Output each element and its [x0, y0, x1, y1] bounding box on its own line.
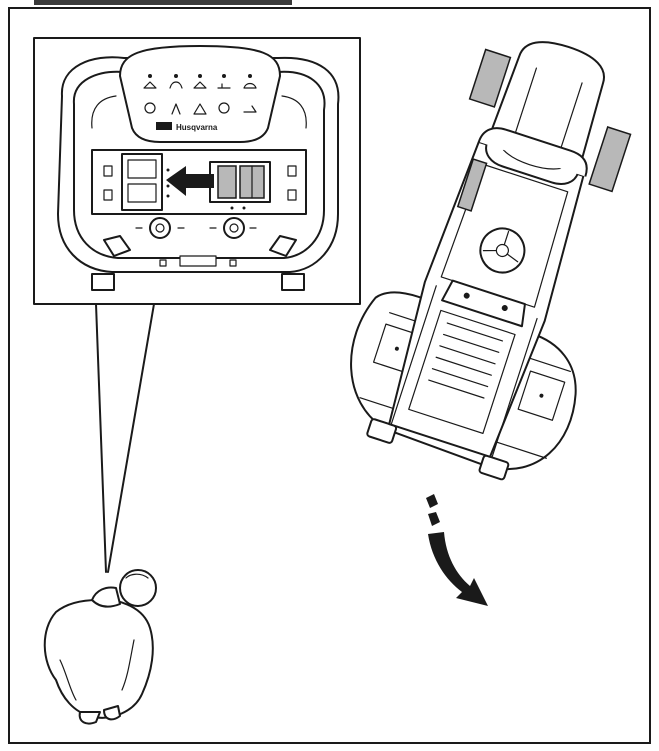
switch-panel [91, 149, 307, 215]
console-knobs [135, 217, 257, 239]
front-wheel-right [478, 454, 510, 481]
front-wheel-left [366, 418, 398, 444]
console-slot [179, 255, 217, 267]
left-foot-tab [103, 235, 131, 257]
callout-inset: Husqvarna [33, 37, 361, 573]
rear-fender-left [468, 48, 512, 108]
console-brand-text: Husqvarna [176, 123, 218, 132]
console-panel: Husqvarna [57, 45, 340, 291]
indicator-pod: Husqvarna [119, 45, 281, 143]
curved-turn-arrow-icon [426, 494, 488, 606]
operator-head [119, 569, 157, 607]
operator-collar [91, 586, 121, 608]
engine-compartment [408, 309, 516, 435]
operator-right-foot [103, 705, 121, 721]
dashboard-front [441, 279, 526, 328]
operator-left-foot [78, 711, 101, 725]
side-panel-left [456, 158, 488, 212]
rear-fender-right [588, 126, 632, 193]
operator-figure [43, 569, 157, 725]
cropped-caption-strip [34, 0, 292, 5]
rocker-switch-left [217, 165, 237, 199]
seat-armrest [477, 127, 588, 177]
console-bottom [91, 235, 305, 291]
riding-mower [350, 41, 632, 481]
indicator-symbols-row-1 [143, 74, 257, 89]
operator-body [43, 598, 154, 719]
right-foot-tab [269, 235, 297, 257]
brand-logo-mark [156, 122, 172, 130]
indicator-symbols-row-2 [144, 102, 257, 115]
callout-pointer [95, 303, 155, 573]
left-arrow-icon [166, 166, 214, 196]
figure-border [8, 0, 651, 744]
